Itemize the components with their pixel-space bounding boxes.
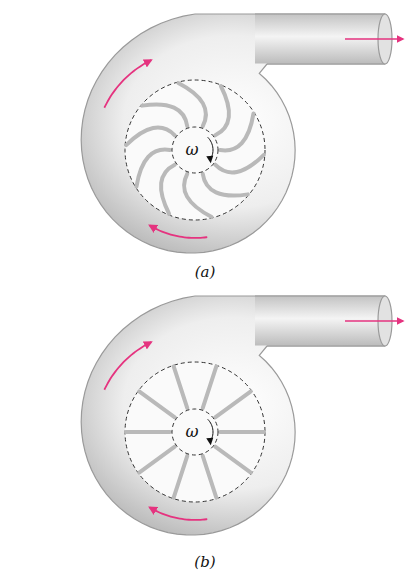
impeller-outline [125,80,265,220]
impeller-blade [142,104,187,126]
impeller-blade [220,113,254,150]
flow-arrow [150,225,208,238]
flow-arrow [104,60,151,108]
pipe-edge [267,63,385,64]
impeller-blade [126,430,170,434]
impeller-blade [203,366,217,408]
impeller-blade [203,174,248,196]
impeller-blade [136,150,170,187]
flow-arrow [104,342,151,390]
impeller-hub: ω [171,408,219,456]
rotation-symbol: ω [185,424,198,440]
impeller-blade [178,83,206,126]
impeller-blade [174,366,188,408]
impeller-blade [215,391,251,417]
flow-arrow [150,507,208,520]
pump [81,14,403,253]
pipe-edge [255,13,385,14]
impeller-blade [126,128,175,146]
pipe-edge [255,295,385,296]
impeller-blade [215,155,264,173]
impeller-blade [174,456,188,498]
impeller-blade [161,165,175,214]
impeller-blade [215,86,229,135]
flow-arrow [345,38,403,40]
impeller-outline [125,362,265,502]
impeller-blade [215,447,251,473]
impeller-blade [139,447,175,473]
flow-arrow [345,320,403,322]
impeller-hub: ω [171,126,219,174]
rotation-symbol: ω [185,142,198,158]
volute-casing [81,296,385,535]
impeller-blade [184,174,212,217]
volute-casing [81,14,385,253]
impeller-blade [220,430,264,434]
pump [81,296,403,535]
panel-label: (a) [195,263,216,281]
impeller-blade [203,456,217,498]
panel-label: (b) [194,553,215,571]
impeller-blade [139,391,175,417]
pipe-edge [267,345,385,346]
